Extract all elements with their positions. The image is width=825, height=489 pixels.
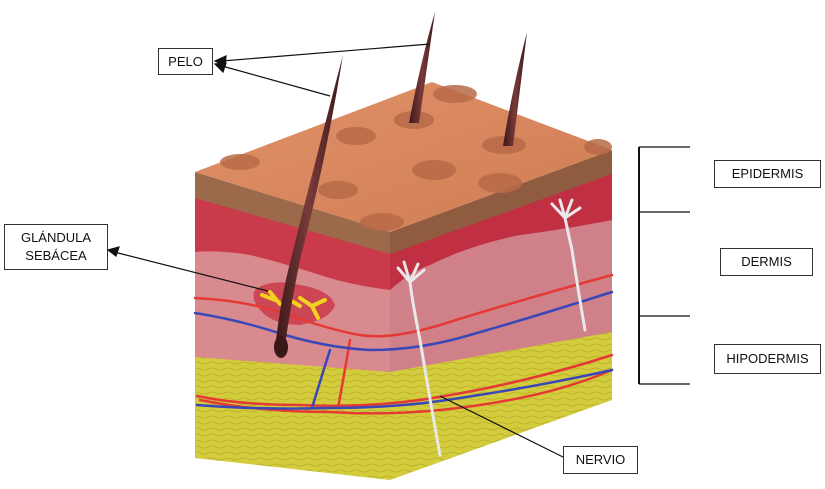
label-hipodermis: HIPODERMIS	[714, 344, 821, 374]
label-glandula-sebacea: GLÁNDULA SEBÁCEA	[4, 224, 108, 270]
label-pelo: PELO	[158, 48, 213, 75]
label-epidermis: EPIDERMIS	[714, 160, 821, 188]
pelo-arrow-1	[222, 44, 430, 61]
label-nervio: NERVIO	[563, 446, 638, 474]
pelo-arrow-2	[222, 66, 330, 96]
label-dermis: DERMIS	[720, 248, 813, 276]
hair-bulb	[274, 336, 288, 358]
hipodermis-front	[195, 355, 390, 480]
